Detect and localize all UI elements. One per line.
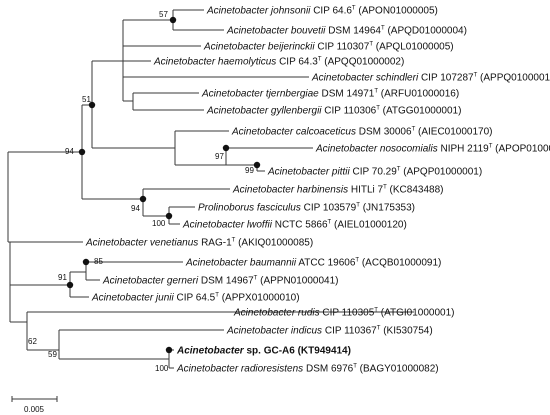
bootstrap-85: 85	[94, 257, 103, 266]
leaf-label-beijerinckii: Acinetobacter beijerinckii CIP 110307T (…	[203, 42, 454, 53]
leaf-label-gyllenbergii: Acinetobacter gyllenbergii CIP 110306T (…	[206, 106, 461, 117]
bootstrap-51: 51	[82, 95, 91, 104]
bootstrap-62: 62	[28, 337, 37, 346]
leaf-label-schindleri: Acinetobacter schindleri CIP 107287T (AP…	[311, 73, 550, 84]
leaf-label-baumannii: Acinetobacter baumannii ATCC 19606T (ACQ…	[185, 258, 441, 269]
leaf-label-gerneri: Acinetobacter gerneri DSM 14967T (APPN01…	[102, 276, 339, 287]
leaf-label-indicus: Acinetobacter indicus CIP 110367T (KI530…	[226, 326, 433, 337]
leaf-label-tjernbergiae: Acinetobacter tjernbergiae DSM 14971T (A…	[201, 89, 459, 100]
node-dot-100b	[165, 346, 173, 354]
bootstrap-values: 57 51 94 97 99 94 100 85 91 62 59 100	[28, 10, 254, 373]
node-dot-94b	[139, 195, 147, 203]
node-markers	[66, 16, 261, 354]
bootstrap-99: 99	[245, 166, 254, 175]
leaf-label-harbinensis: Acinetobacter harbinensis HITLi 7T (KC84…	[232, 185, 443, 196]
bootstrap-57: 57	[159, 10, 168, 19]
leaf-label-lwoffii: Acinetobacter lwoffii NCTC 5866T (AIEL01…	[182, 220, 407, 231]
node-dot-91	[66, 281, 74, 289]
node-dot-94a	[78, 148, 86, 156]
node-dot-99	[253, 161, 261, 169]
node-dot-51	[88, 101, 96, 109]
leaf-label-nosocomialis: Acinetobacter nosocomialis NIPH 2119T (A…	[315, 144, 550, 155]
leaf-label-junii: Acinetobacter junii CIP 64.5T (APPX01000…	[91, 293, 300, 304]
bootstrap-94a: 94	[65, 147, 74, 156]
leaf-labels: Acinetobacter johnsonii CIP 64.6T (APON0…	[85, 6, 550, 375]
node-dot-57	[169, 16, 177, 24]
leaf-label-pittii: Acinetobacter pittii CIP 70.29T (APQP010…	[267, 167, 482, 178]
bootstrap-59: 59	[48, 350, 57, 359]
leaf-label-bouvetii: Acinetobacter bouvetii DSM 14964T (APQD0…	[226, 26, 467, 37]
bootstrap-100b: 100	[155, 364, 169, 373]
node-dot-97	[222, 144, 230, 152]
leaf-label-gca6: Acinetobacter sp. GC-A6 (KT949414)	[176, 346, 351, 357]
bootstrap-97: 97	[215, 152, 224, 161]
leaf-label-johnsonii: Acinetobacter johnsonii CIP 64.6T (APON0…	[206, 6, 438, 17]
leaf-label-calcoaceticus: Acinetobacter calcoaceticus DSM 30006T (…	[231, 127, 493, 138]
node-dot-85	[82, 258, 90, 266]
leaf-label-rudis-text: Acinetobacter rudis CIP 110305T (ATGI010…	[233, 308, 455, 319]
leaf-label-haemolyticus: Acinetobacter haemolyticus CIP 64.3T (AP…	[153, 57, 404, 68]
tree-branches	[7, 9, 414, 369]
bootstrap-91: 91	[58, 273, 67, 282]
leaf-label-venetianus: Acinetobacter venetianus RAG-1T (AKIQ010…	[85, 238, 313, 249]
scale-bar: 0.005	[11, 396, 58, 414]
bootstrap-94b: 94	[131, 204, 140, 213]
leaf-label-prolinoborus: Prolinoborus fasciculus CIP 103579T (JN1…	[198, 203, 415, 214]
leaf-label-radioresistens: Acinetobacter radioresistens DSM 6976T (…	[176, 364, 439, 375]
bootstrap-100a: 100	[152, 219, 166, 228]
scale-bar-label: 0.005	[24, 405, 45, 414]
node-dot-100a	[165, 212, 173, 220]
